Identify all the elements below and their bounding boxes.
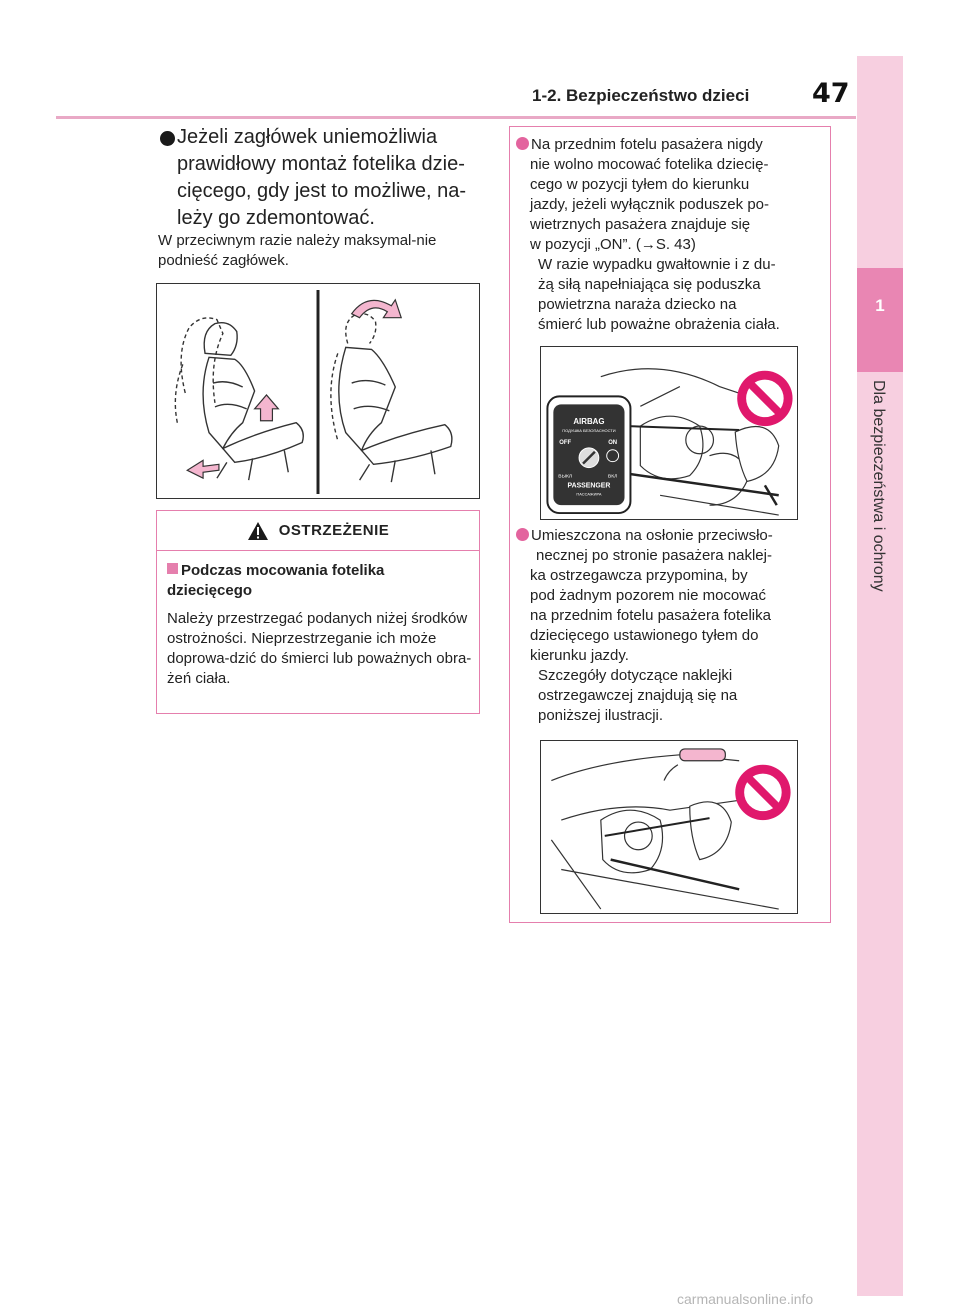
bullet-1-line: w pozycji „ON”. (→S. 43): [530, 236, 696, 253]
passenger-label-ru: ПАССАЖИРА: [576, 491, 601, 496]
airbag-warning-panel: Na przednim fotelu pasażera nigdy nie wo…: [509, 126, 831, 923]
bullet-2-line: necznej po stronie pasażera naklej-: [536, 547, 772, 564]
airbag-illustration-svg: AIRBAG ПОДУШКА БЕЗОПАСНОСТИ OFF ON ВЫКЛ …: [546, 368, 793, 516]
bullet-1-line: nie wolno mocować fotelika dziecię-: [530, 156, 769, 173]
bullet-1-subline: W razie wypadku gwałtownie i z du-: [538, 256, 776, 273]
bullet-1-subline: powietrzna naraża dziecko na: [538, 296, 737, 313]
headrest-bullet: Jeżeli zagłówek uniemożliwia prawidłowy …: [160, 124, 480, 232]
bullet-2-line: Umieszczona na osłonie przeciwsło-: [516, 526, 828, 546]
bullet-1-subline: śmierć lub poważne obrażenia ciała.: [538, 316, 780, 333]
chapter-side-tab: [857, 56, 903, 1296]
bullet-2-subline: ostrzegawczej znajdują się na: [538, 687, 738, 704]
warning-box: OSTRZEŻENIE Podczas mocowania fotelika d…: [156, 510, 480, 714]
bullet-1-line: cego w pozycji tyłem do kierunku: [530, 176, 750, 193]
on-label-ru: ВКЛ: [608, 473, 617, 479]
bullet-1-line: Na przednim fotelu pasażera nigdy: [516, 135, 828, 155]
seat-headrest-illustration: [156, 283, 480, 499]
square-bullet-icon: [167, 563, 178, 574]
bullet-1-line: jazdy, jeżeli wyłącznik poduszek po-: [530, 196, 769, 213]
airbag-bullet-2: Umieszczona na osłonie przeciwsło- neczn…: [516, 526, 828, 726]
airbag-switch-illustration: AIRBAG ПОДУШКА БЕЗОПАСНОСТИ OFF ON ВЫКЛ …: [540, 346, 798, 520]
chapter-number-block: [857, 268, 903, 372]
page-number: 47: [812, 78, 850, 109]
on-label: ON: [608, 440, 617, 446]
headrest-note: W przeciwnym razie należy maksymal-nie p…: [158, 232, 437, 269]
airbag-bullet-1: Na przednim fotelu pasażera nigdy nie wo…: [516, 135, 828, 335]
chapter-number: 1: [875, 296, 885, 315]
warning-body: Należy przestrzegać podanych niżej środk…: [167, 610, 472, 687]
warning-subheading: Podczas mocowania fotelika dziecięcego: [167, 561, 471, 601]
passenger-label: PASSENGER: [568, 482, 611, 489]
bullet-2-line: dziecięcego ustawionego tyłem do: [530, 627, 759, 644]
pink-bullet-icon: [516, 137, 529, 150]
bullet-icon: [160, 131, 175, 146]
bullet-1-subline: żą siłą napełniająca się poduszka: [538, 276, 761, 293]
sunvisor-label-illustration: [540, 740, 798, 914]
airbag-label-ru: ПОДУШКА БЕЗОПАСНОСТИ: [562, 428, 615, 433]
bullet-2-line: pod żadnym pozorem nie mocować: [530, 587, 766, 604]
chapter-title: Dla bezpieczeństwa i ochrony: [870, 380, 887, 592]
bullet-2-subline: Szczegóły dotyczące naklejki: [538, 667, 733, 684]
bullet-2-subline: poniższej ilustracji.: [538, 707, 664, 724]
bullet-1-line: wietrznych pasażera znajduje się: [530, 216, 751, 233]
off-label-ru: ВЫКЛ: [558, 473, 572, 479]
headrest-bullet-text: Jeżeli zagłówek uniemożliwia prawidłowy …: [177, 126, 467, 229]
pink-bullet-icon: [516, 528, 529, 541]
bullet-2-line: kierunku jazdy.: [530, 647, 629, 664]
site-watermark: carmanualsonline.info: [677, 1291, 814, 1307]
airbag-label: AIRBAG: [573, 417, 604, 426]
warning-header: OSTRZEŻENIE: [157, 511, 479, 551]
off-label: OFF: [559, 440, 571, 446]
warning-triangle-icon: [247, 521, 268, 540]
header-divider: [56, 116, 856, 119]
sunvisor-illustration-svg: [550, 748, 791, 910]
seat-illustration-svg: [174, 289, 453, 495]
bullet-2-line: na przednim fotelu pasażera fotelika: [530, 607, 771, 624]
warning-heading: OSTRZEŻENIE: [278, 522, 390, 539]
warning-subheading-text: Podczas mocowania fotelika dziecięcego: [167, 562, 385, 599]
bullet-2-line: ka ostrzegawcza przypomina, by: [530, 567, 748, 584]
section-title: 1-2. Bezpieczeństwo dzieci: [532, 86, 750, 105]
